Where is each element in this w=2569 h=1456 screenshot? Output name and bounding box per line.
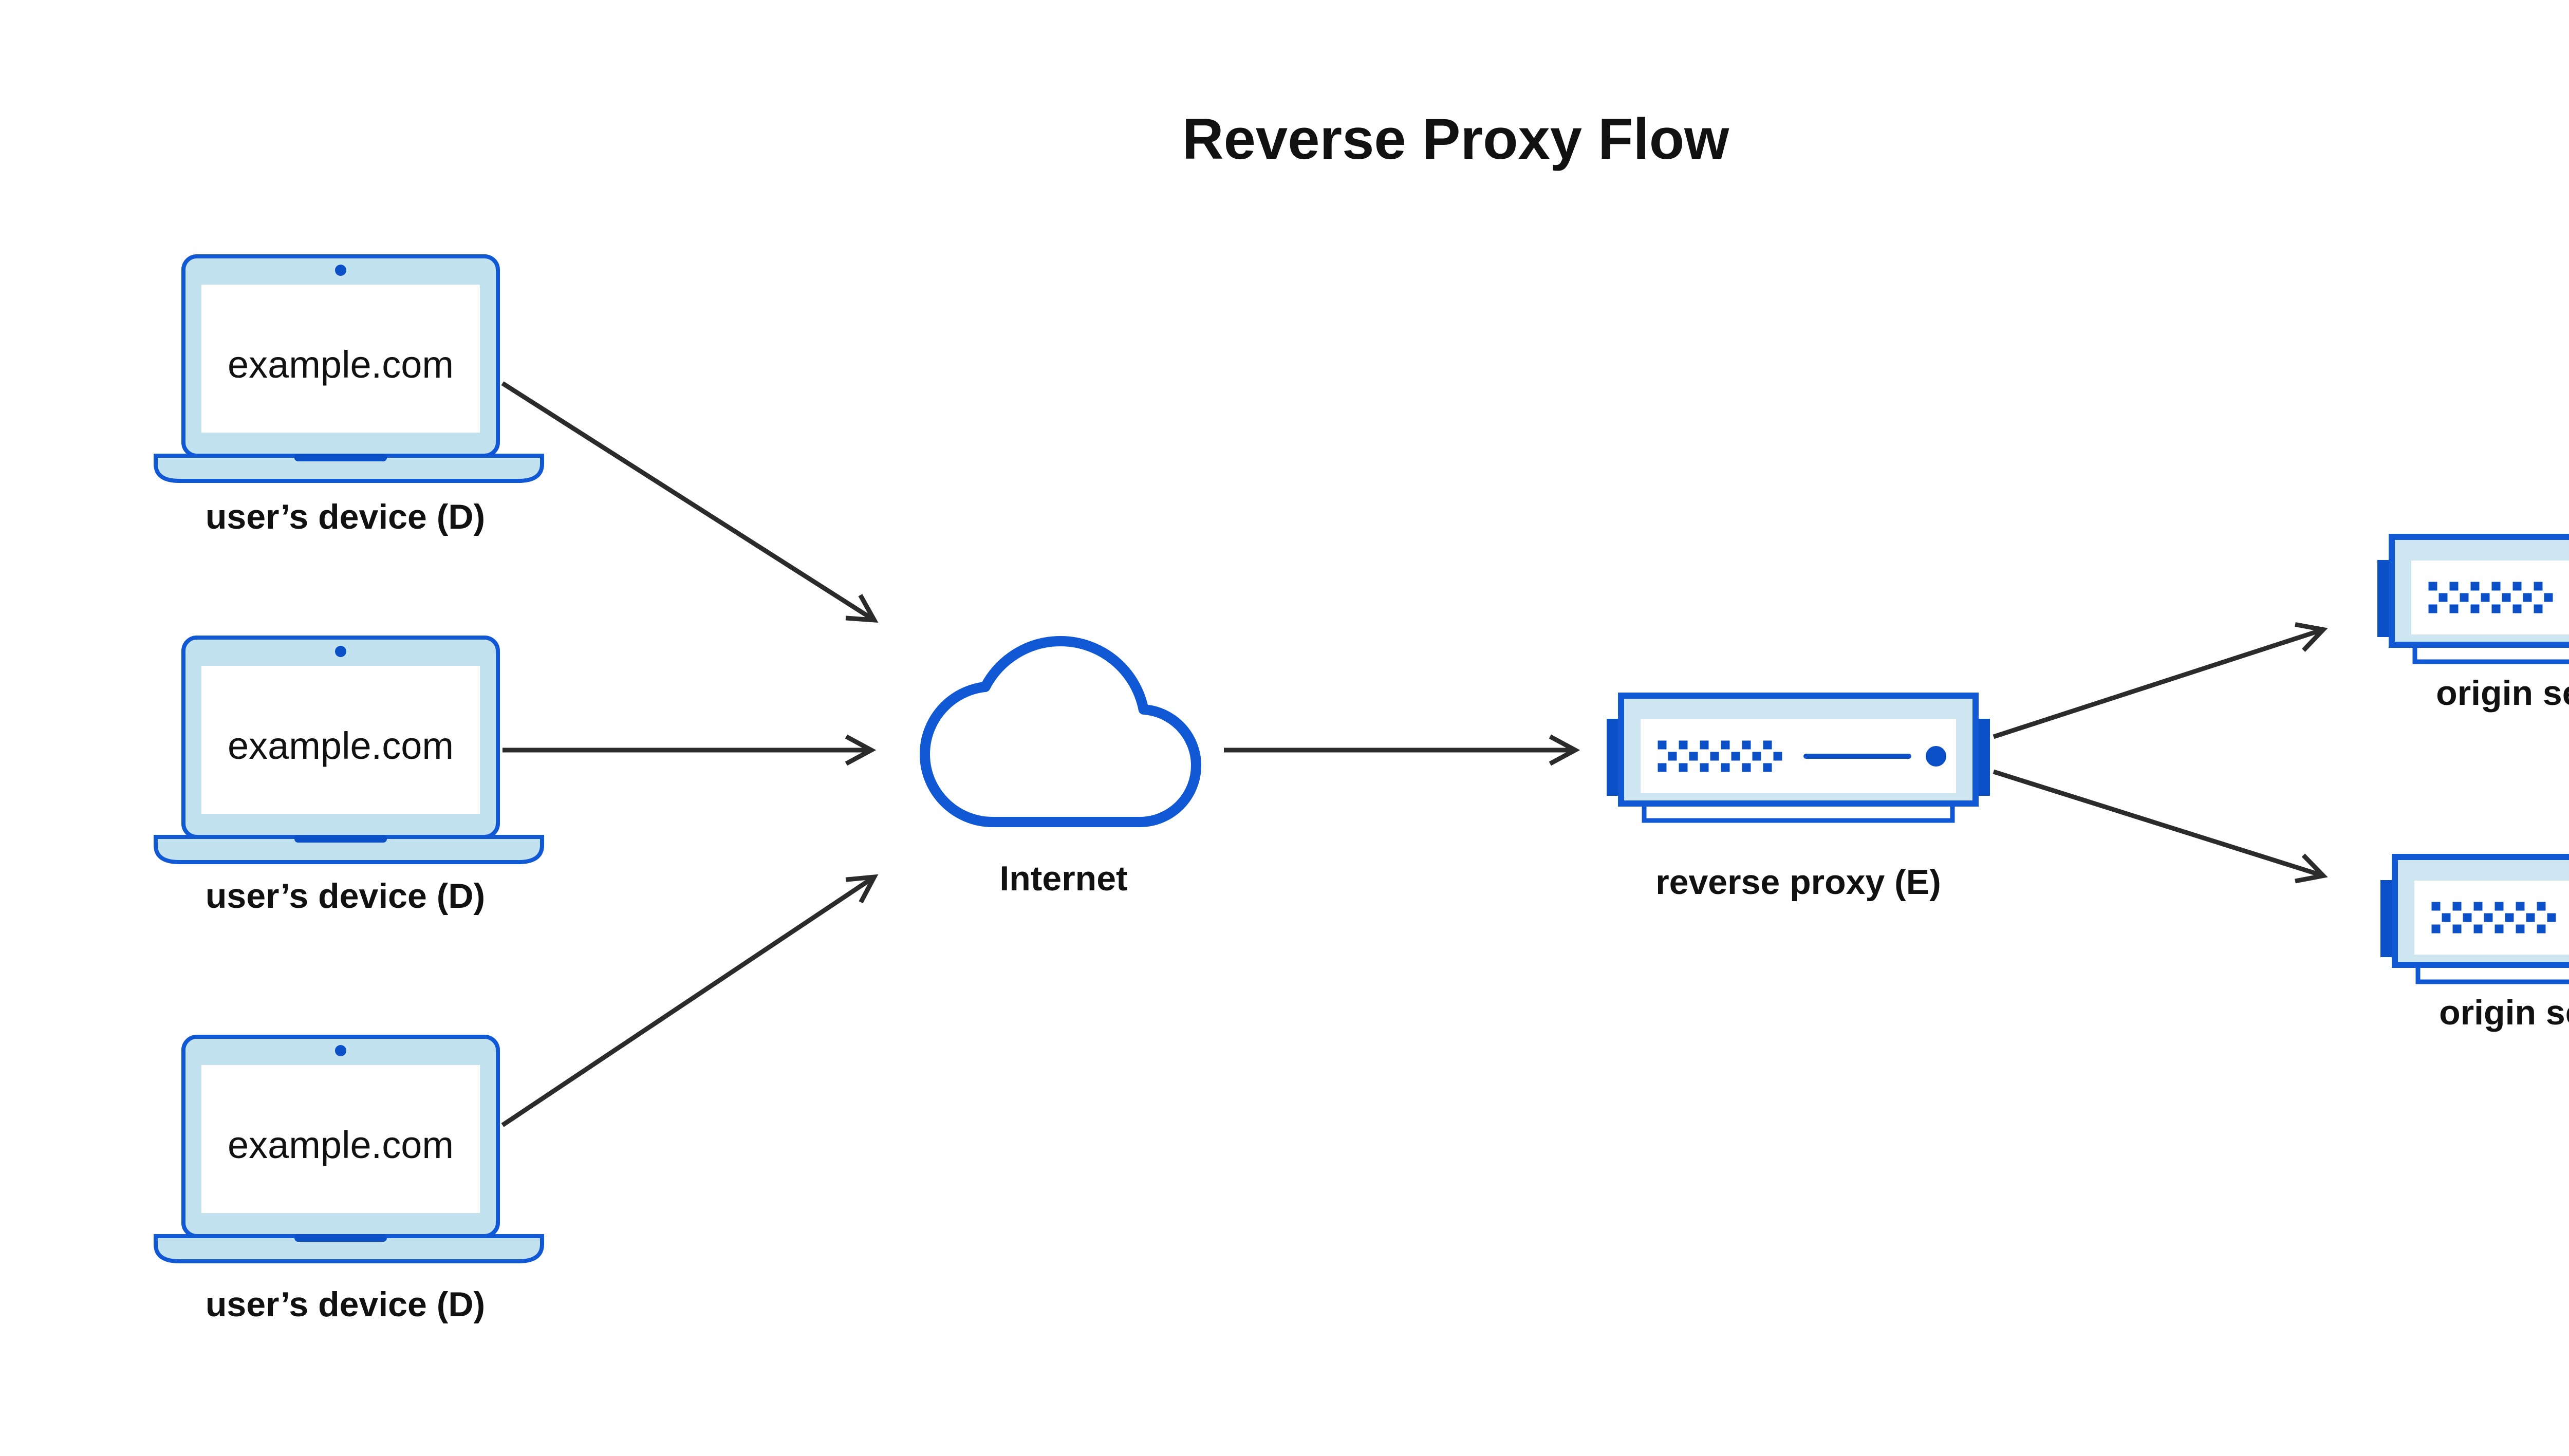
- node-user-device-2: example.com user’s device (D): [156, 638, 542, 916]
- device-screen-url: example.com: [228, 1124, 454, 1166]
- node-label: origin server (F): [2436, 674, 2569, 713]
- arrow-proxy-to-origin2: [1993, 769, 2328, 884]
- cloud-icon: [919, 636, 1202, 828]
- server-icon: [1607, 696, 1990, 820]
- arrow-proxy-to-origin1: [1993, 622, 2328, 739]
- server-icon: [2380, 857, 2569, 982]
- node-label: origin server (F): [2439, 993, 2569, 1032]
- node-label: Internet: [999, 859, 1127, 898]
- server-icon: [2377, 537, 2569, 662]
- node-user-device-3: example.com user’s device (D): [156, 1037, 542, 1324]
- node-label: user’s device (D): [206, 876, 485, 916]
- node-label: user’s device (D): [206, 497, 485, 536]
- node-reverse-proxy: reverse proxy (E): [1607, 696, 1990, 902]
- node-label: user’s device (D): [206, 1285, 485, 1324]
- device-screen-url: example.com: [228, 343, 454, 386]
- node-internet: Internet: [919, 636, 1202, 898]
- device-screen-url: example.com: [228, 724, 454, 767]
- node-user-device-1: example.com user’s device (D): [156, 256, 542, 536]
- arrow-device3-to-internet: [501, 874, 879, 1127]
- arrow-device1-to-internet: [501, 381, 879, 623]
- node-label: reverse proxy (E): [1655, 863, 1941, 902]
- node-origin-server-1: origin server (F): [2377, 537, 2569, 713]
- node-origin-server-2: origin server (F): [2380, 857, 2569, 1032]
- flow-arrows: [501, 381, 2328, 1127]
- page-title: Reverse Proxy Flow: [1182, 107, 1729, 171]
